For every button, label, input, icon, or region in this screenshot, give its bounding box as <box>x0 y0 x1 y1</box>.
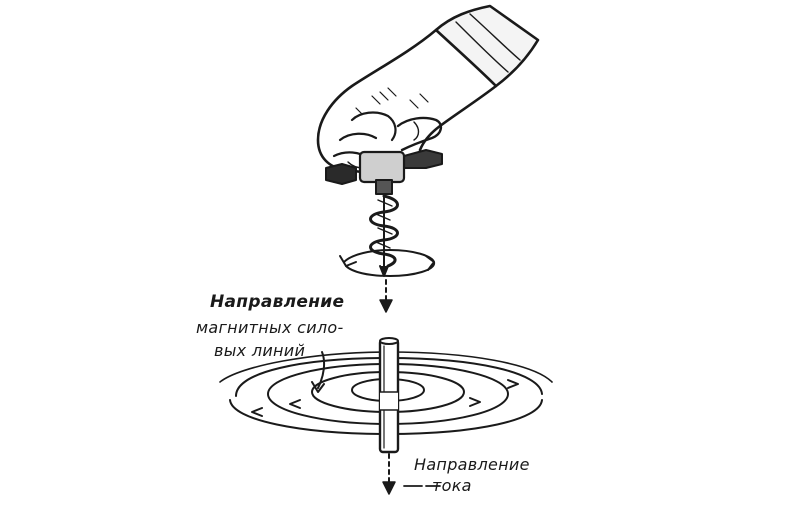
magnetic-field-label-line1: Направление <box>210 292 345 312</box>
field-label-pointer <box>311 351 326 393</box>
corkscrew-handle <box>325 149 443 195</box>
current-direction-arrow <box>382 453 396 495</box>
conductor-rod <box>378 337 400 454</box>
magnetic-field-label-line3: вых линий <box>214 341 306 360</box>
current-label-line1: Направление <box>414 455 530 474</box>
corkscrew-spiral <box>369 193 399 277</box>
current-label-line2: тока <box>432 476 472 495</box>
hand-drawing <box>316 4 540 174</box>
magnetic-field-label-line2: магнитных сило- <box>196 318 344 337</box>
rotation-arrow <box>339 249 435 277</box>
screw-direction-arrow <box>379 279 393 313</box>
